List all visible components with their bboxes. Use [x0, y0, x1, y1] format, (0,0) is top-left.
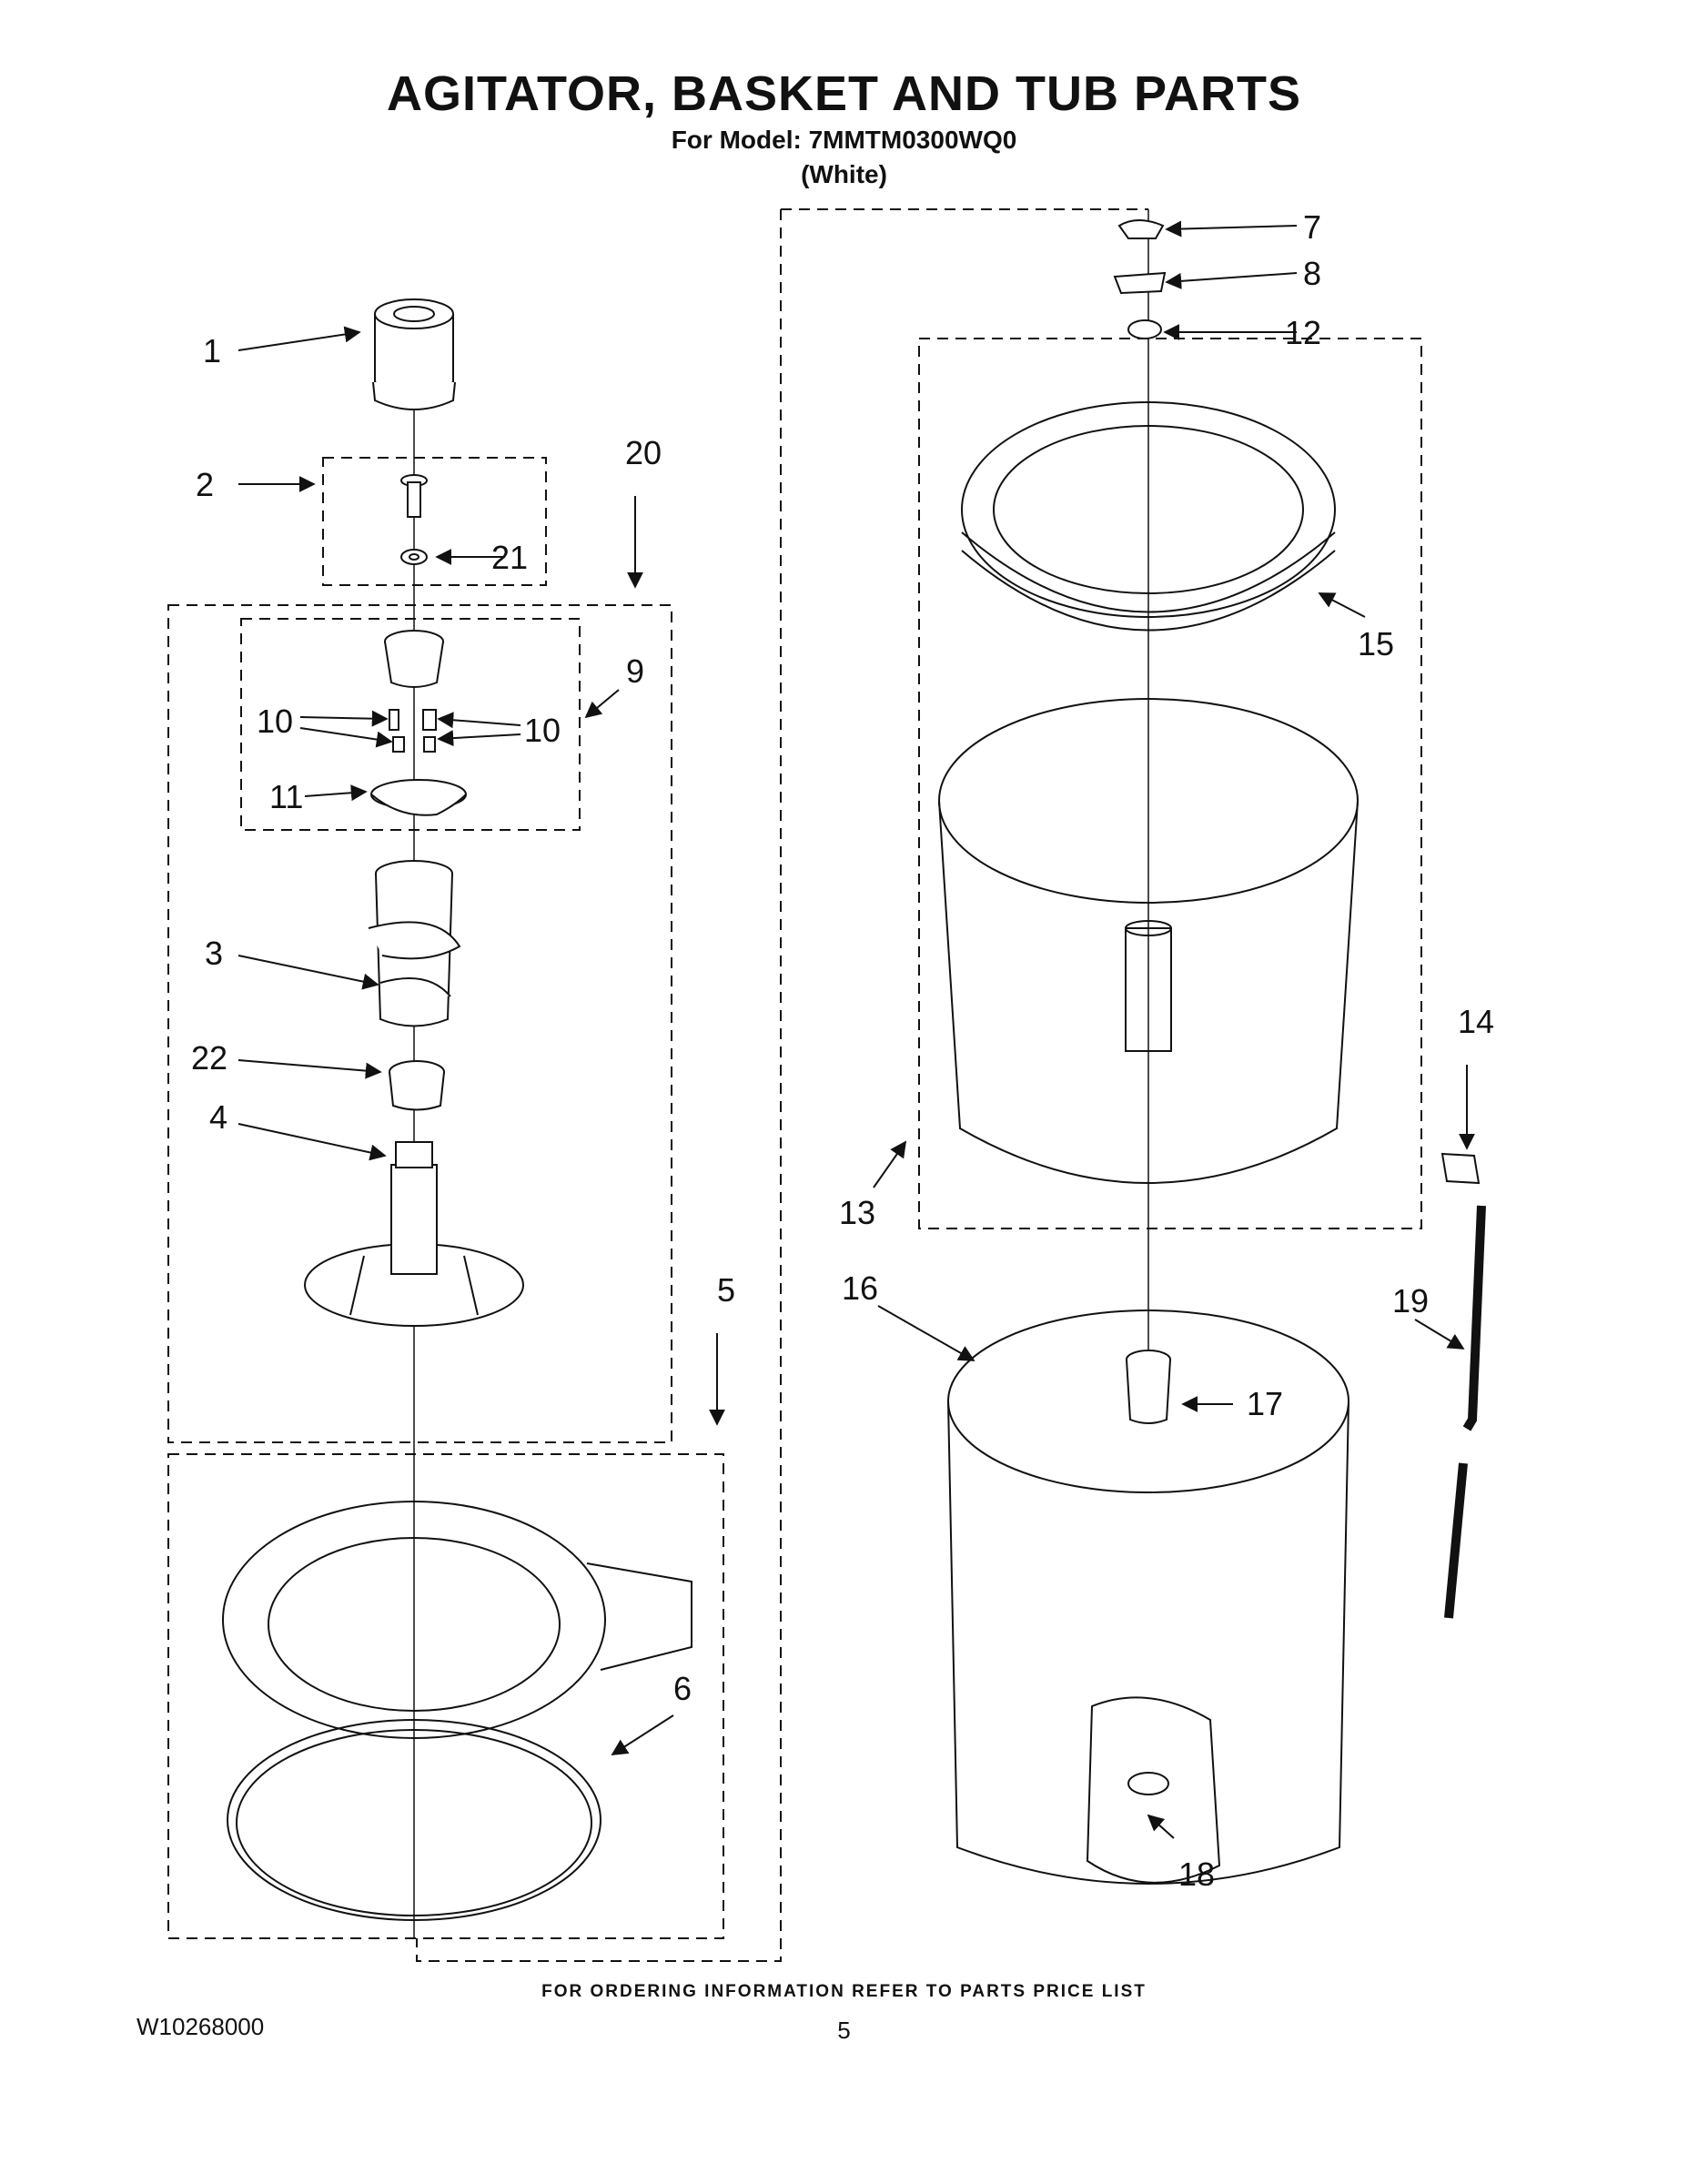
hose-clip-part — [1440, 1152, 1486, 1619]
group-box-5 — [167, 1453, 724, 1939]
callout-6: 6 — [673, 1670, 692, 1707]
callout-17: 17 — [1247, 1385, 1283, 1422]
page-title: AGITATOR, BASKET AND TUB PARTS — [387, 66, 1301, 121]
small-hardware-parts — [1113, 219, 1167, 339]
callout-10-right: 10 — [524, 712, 561, 749]
group-box-20 — [167, 604, 672, 1443]
tub-ring-part — [222, 1501, 692, 1921]
connector-line — [416, 209, 782, 1962]
bushing-part — [389, 1060, 445, 1111]
agitator-cap-part — [372, 298, 456, 410]
ordering-note: FOR ORDERING INFORMATION REFER TO PARTS … — [541, 1982, 1147, 2001]
callout-arrows — [238, 220, 1475, 1839]
model-line: For Model: 7MMTM0300WQ0 — [671, 126, 1017, 154]
bolt-part — [400, 474, 428, 565]
group-boxes — [167, 208, 1422, 1962]
callout-11: 11 — [269, 778, 303, 815]
callout-21: 21 — [491, 539, 528, 576]
group-box-2 — [322, 457, 547, 586]
callout-12: 12 — [1285, 314, 1321, 351]
callout-1: 1 — [203, 332, 221, 369]
group-box-9 — [240, 618, 581, 831]
callout-20: 20 — [625, 434, 662, 471]
callout-7: 7 — [1303, 208, 1321, 246]
outer-tub-part — [947, 1309, 1349, 1885]
page-number: 5 — [837, 2017, 851, 2044]
group-box-13 — [918, 338, 1422, 1229]
color-line: (White) — [801, 160, 887, 188]
callout-19: 19 — [1392, 1282, 1429, 1320]
callout-22: 22 — [191, 1039, 227, 1077]
balance-ring-part — [961, 401, 1336, 632]
callout-15: 15 — [1358, 625, 1394, 662]
callout-18: 18 — [1178, 1855, 1215, 1893]
callout-16: 16 — [842, 1269, 878, 1307]
agitator-base-part — [304, 1141, 524, 1327]
callout-4: 4 — [209, 1098, 227, 1136]
auger-part — [368, 860, 461, 1027]
callout-8: 8 — [1303, 255, 1321, 292]
callout-13: 13 — [839, 1194, 875, 1231]
callout-9: 9 — [626, 652, 644, 690]
cam-part — [370, 630, 467, 816]
basket-part — [938, 698, 1359, 1184]
callout-2: 2 — [196, 466, 214, 503]
bearing-part — [1126, 1350, 1171, 1424]
callout-3: 3 — [205, 935, 223, 972]
callout-10-left: 10 — [257, 703, 293, 740]
document-number: W10268000 — [136, 2013, 265, 2040]
callout-14: 14 — [1458, 1003, 1494, 1040]
callout-5: 5 — [717, 1271, 735, 1309]
callout-labels: 1 2 21 20 9 10 10 11 3 22 4 5 6 7 8 12 1… — [191, 208, 1494, 1893]
